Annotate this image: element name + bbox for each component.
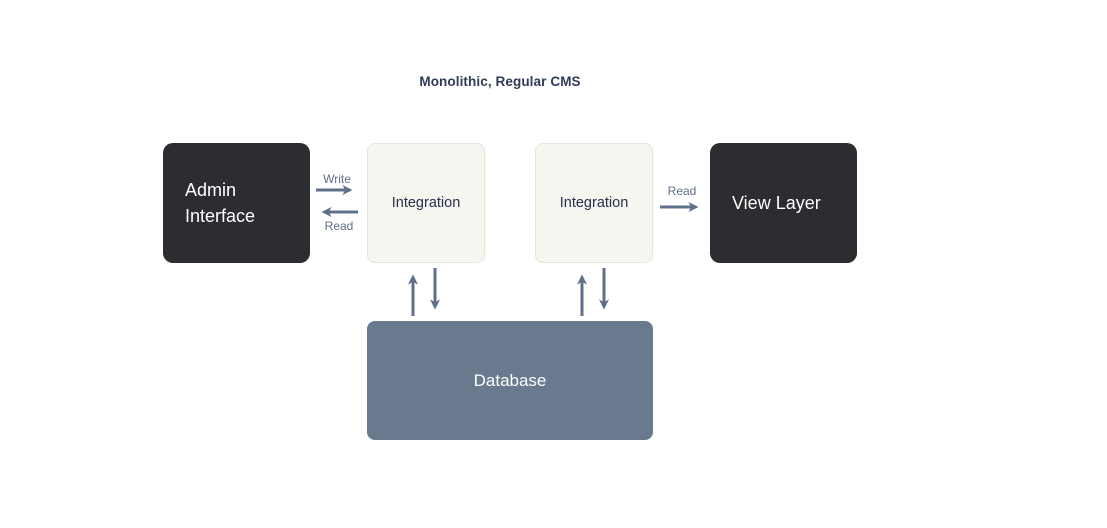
node-integration-right-label: Integration xyxy=(559,195,629,211)
node-integration-left: Integration xyxy=(367,143,485,263)
node-database: Database xyxy=(367,321,653,440)
node-database-label: Database xyxy=(473,370,547,390)
node-integration-right: Integration xyxy=(535,143,653,263)
edge-label-read-to-view: Read xyxy=(667,184,697,198)
node-admin-interface-label: Admin Interface xyxy=(185,179,256,226)
edge-label-write: Write xyxy=(323,172,351,186)
node-view-layer-label: View Layer xyxy=(732,192,821,213)
node-admin-interface: Admin Interface xyxy=(163,143,310,263)
edge-label-read-to-admin: Read xyxy=(324,219,354,233)
node-integration-left-label: Integration xyxy=(391,195,461,211)
node-view-layer: View Layer xyxy=(710,143,857,263)
diagram-title: Monolithic, Regular CMS xyxy=(419,74,581,89)
